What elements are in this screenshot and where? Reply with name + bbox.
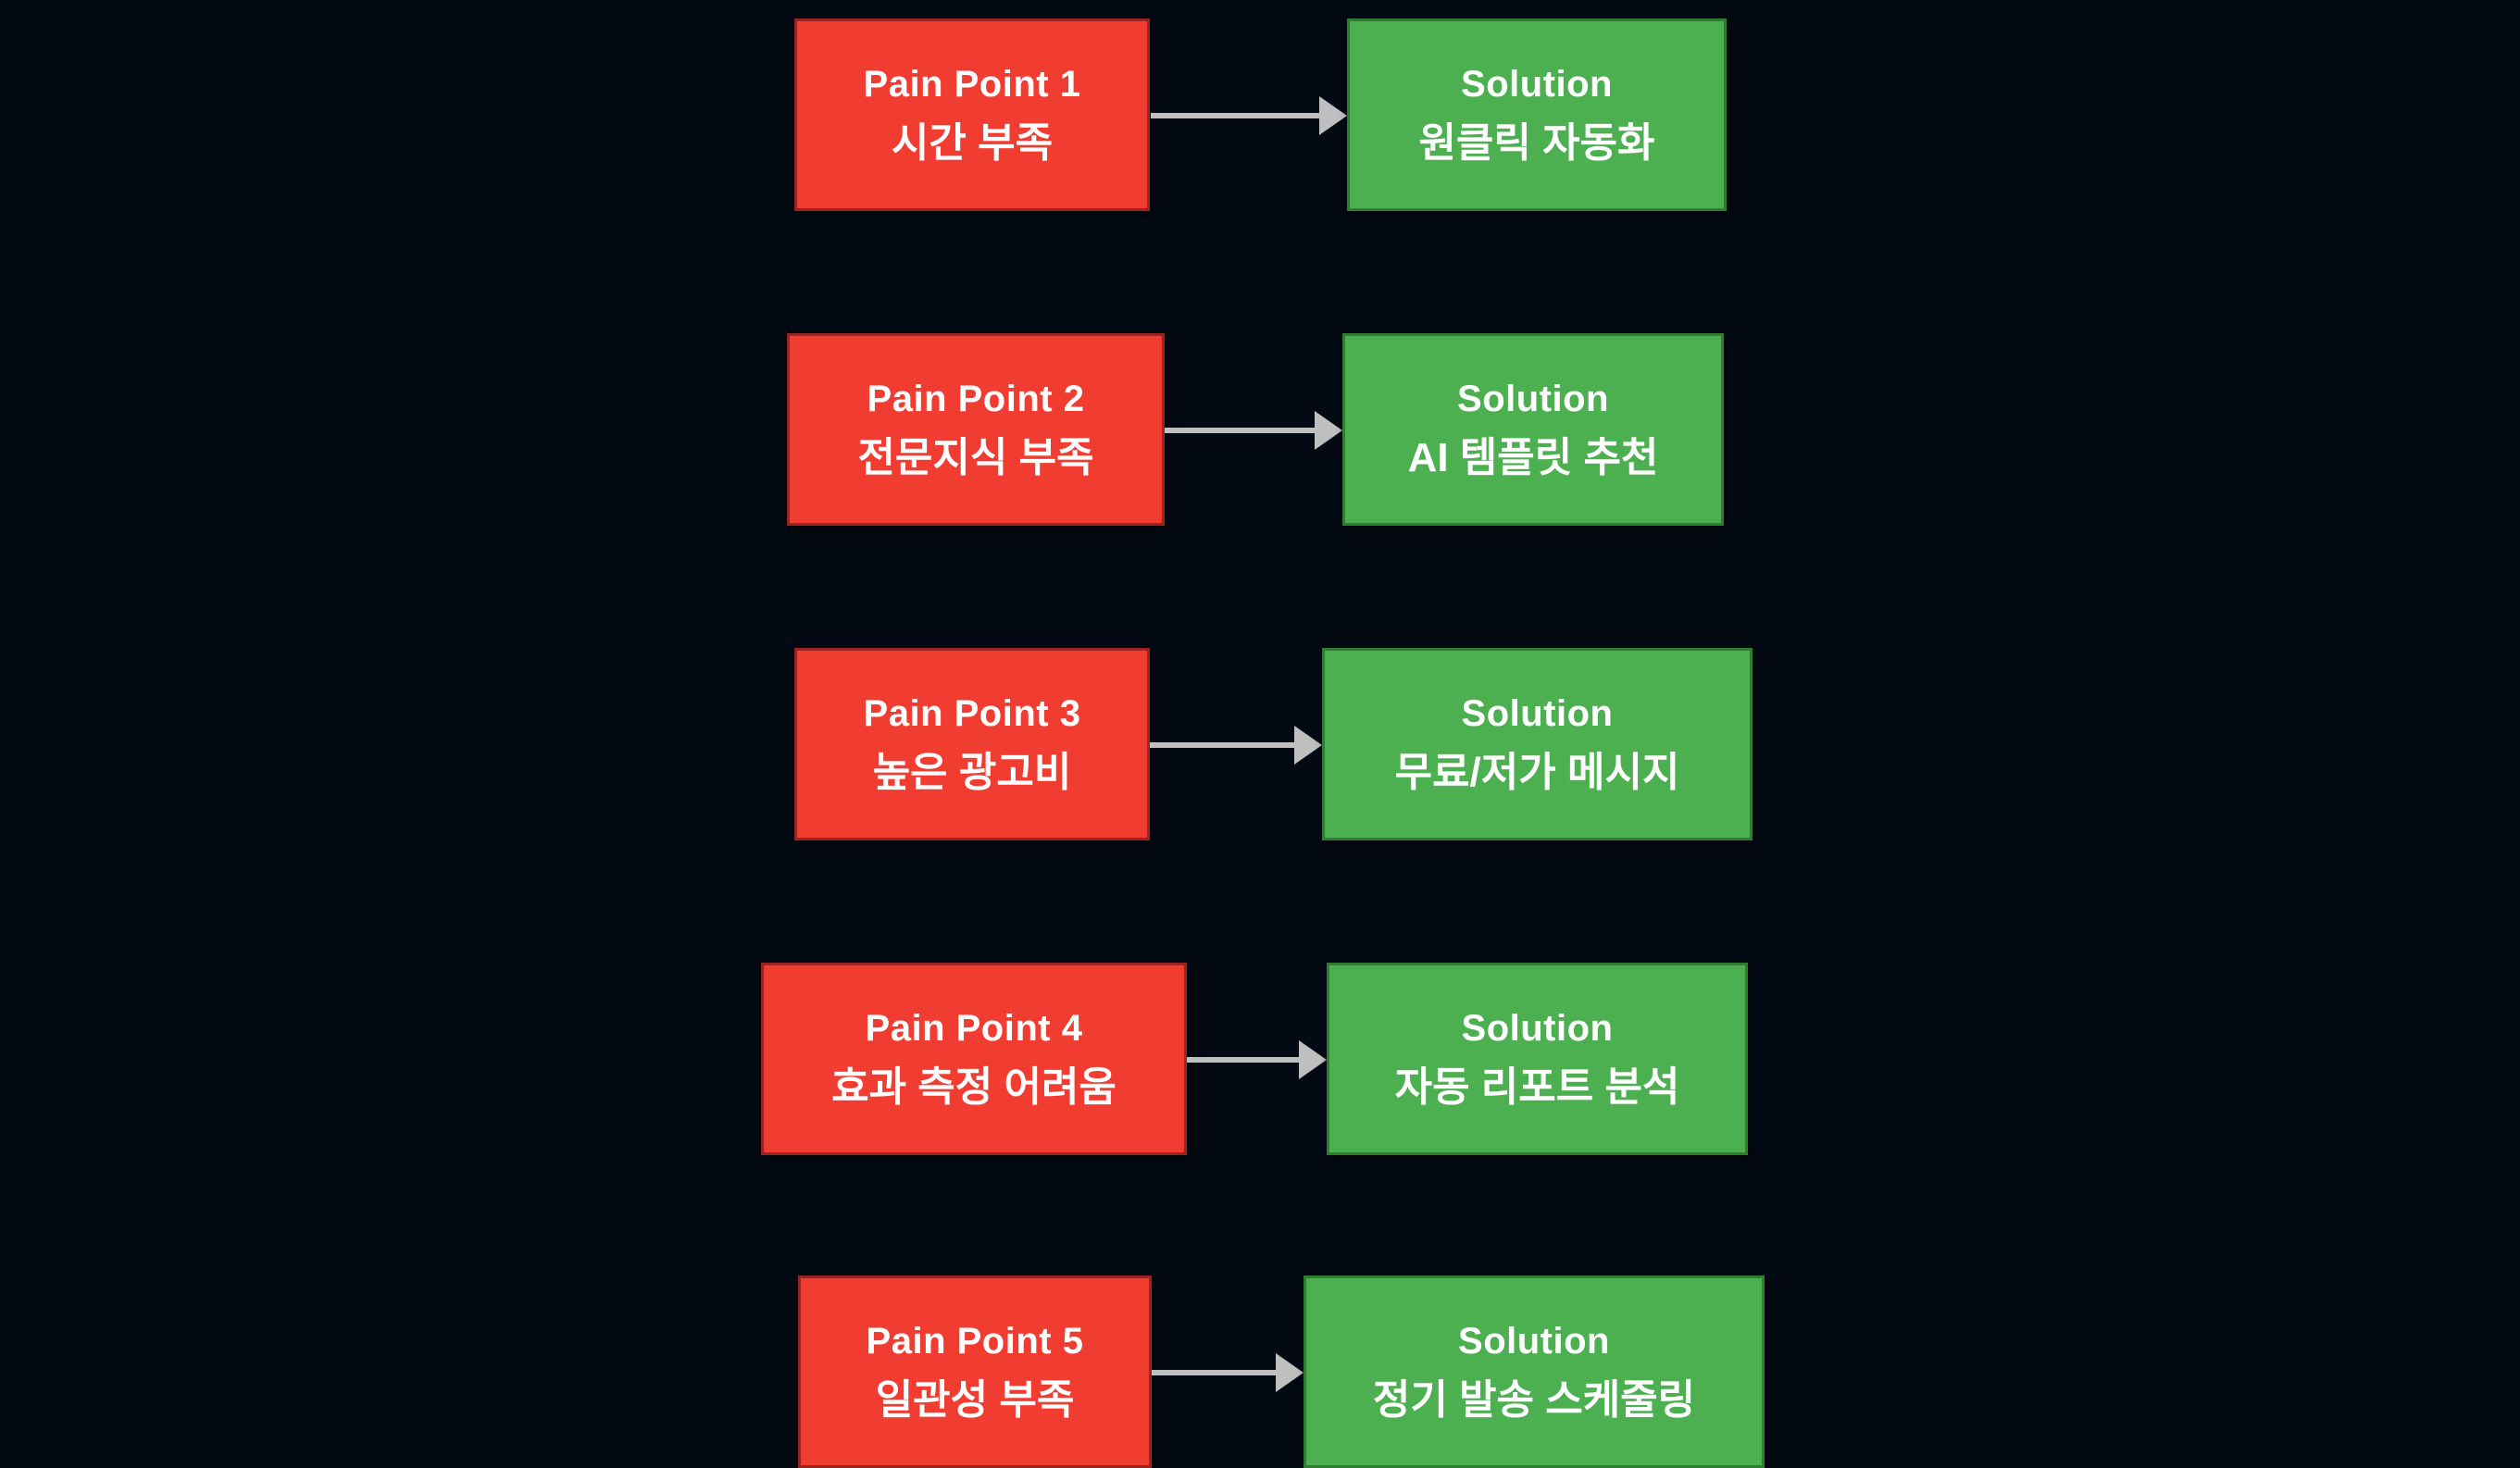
arrow-shaft: [1151, 113, 1327, 118]
solution-title: Solution: [1461, 1008, 1614, 1049]
connector-arrow-3: [1150, 725, 1322, 765]
arrow-head-icon: [1276, 1353, 1304, 1392]
arrow-shaft: [1150, 742, 1302, 748]
connector-arrow-5: [1152, 1352, 1304, 1393]
pain-point-box-3: Pain Point 3 높은 광고비: [794, 648, 1150, 840]
connector-arrow-4: [1187, 1039, 1327, 1080]
pain-point-box-4: Pain Point 4 효과 측정 어려움: [761, 963, 1187, 1155]
solution-box-2: Solution AI 템플릿 추천: [1342, 333, 1724, 526]
connector-arrow-1: [1151, 95, 1347, 136]
solution-title: Solution: [1461, 64, 1613, 105]
arrow-shaft: [1187, 1057, 1306, 1063]
pain-point-subtitle: 일관성 부족: [875, 1377, 1075, 1423]
arrow-head-icon: [1294, 726, 1322, 765]
pain-point-subtitle: 높은 광고비: [872, 750, 1072, 795]
pain-point-subtitle: 효과 측정 어려움: [831, 1064, 1117, 1110]
pain-point-subtitle: 전문지식 부족: [857, 435, 1094, 480]
pain-point-title: Pain Point 2: [867, 379, 1085, 419]
pain-point-title: Pain Point 1: [863, 64, 1081, 105]
solution-subtitle: 원클릭 자동화: [1418, 120, 1655, 166]
solution-subtitle: 자동 리포트 분석: [1394, 1064, 1680, 1110]
pain-point-title: Pain Point 3: [863, 693, 1081, 734]
solution-box-1: Solution 원클릭 자동화: [1347, 19, 1727, 211]
solution-box-4: Solution 자동 리포트 분석: [1327, 963, 1748, 1155]
pain-point-subtitle: 시간 부족: [891, 120, 1054, 166]
pain-point-box-1: Pain Point 1 시간 부족: [794, 19, 1150, 211]
solution-subtitle: AI 템플릿 추천: [1407, 435, 1659, 480]
solution-title: Solution: [1461, 693, 1614, 734]
solution-box-5: Solution 정기 발송 스케줄링: [1304, 1275, 1765, 1468]
solution-title: Solution: [1458, 1321, 1610, 1362]
solution-box-3: Solution 무료/저가 메시지: [1322, 648, 1753, 840]
arrow-shaft: [1165, 428, 1322, 433]
solution-subtitle: 무료/저가 메시지: [1394, 750, 1680, 795]
arrow-shaft: [1152, 1370, 1283, 1375]
connector-arrow-2: [1165, 410, 1342, 451]
arrow-head-icon: [1315, 411, 1342, 450]
pain-point-box-5: Pain Point 5 일관성 부족: [798, 1275, 1152, 1468]
arrow-head-icon: [1299, 1040, 1327, 1079]
pain-point-title: Pain Point 5: [866, 1321, 1084, 1362]
pain-point-box-2: Pain Point 2 전문지식 부족: [787, 333, 1165, 526]
solution-subtitle: 정기 발송 스케줄링: [1372, 1377, 1696, 1423]
arrow-head-icon: [1319, 96, 1347, 135]
pain-point-title: Pain Point 4: [865, 1008, 1083, 1049]
solution-title: Solution: [1457, 379, 1609, 419]
